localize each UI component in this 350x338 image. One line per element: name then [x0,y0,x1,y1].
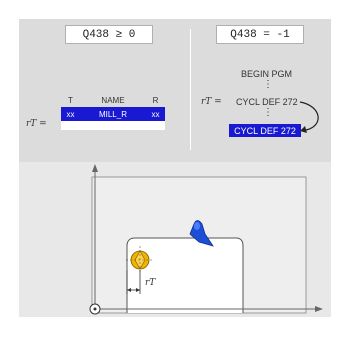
condition-right: Q438 = -1 [216,25,304,44]
stud-contour [126,237,244,313]
tool-table-header: T NAME R [61,94,165,107]
col-name: NAME [79,94,147,107]
tool-table: T NAME R xx MILL_R xx [61,94,165,130]
col-t: T [61,94,80,107]
panel-divider [190,29,191,150]
rt-label-right: rT = [201,97,222,107]
x-axis-arrow [315,306,323,312]
machining-drawing [89,164,323,315]
cell-name: MILL_R [79,107,147,121]
y-axis-arrow [92,164,98,172]
cycle-def-highlight: CYCL DEF 272 [229,124,301,137]
tool-table-blank [61,121,165,130]
tool-table-row: xx MILL_R xx [61,107,165,121]
dots-1: ⋮ [263,79,273,90]
cell-t: xx [61,107,80,121]
rt-label-left: rT = [26,119,47,129]
mill-tool-icon [126,246,154,274]
condition-left: Q438 ≥ 0 [65,25,153,44]
cycle-def-line: CYCL DEF 272 [236,97,298,107]
begin-pgm: BEGIN PGM [241,69,293,79]
cell-r: xx [146,107,165,121]
rt-dimension-label: rT [145,278,156,288]
curved-arrow [299,101,319,133]
dots-2: ⋮ [263,107,273,118]
col-r: R [146,94,165,107]
